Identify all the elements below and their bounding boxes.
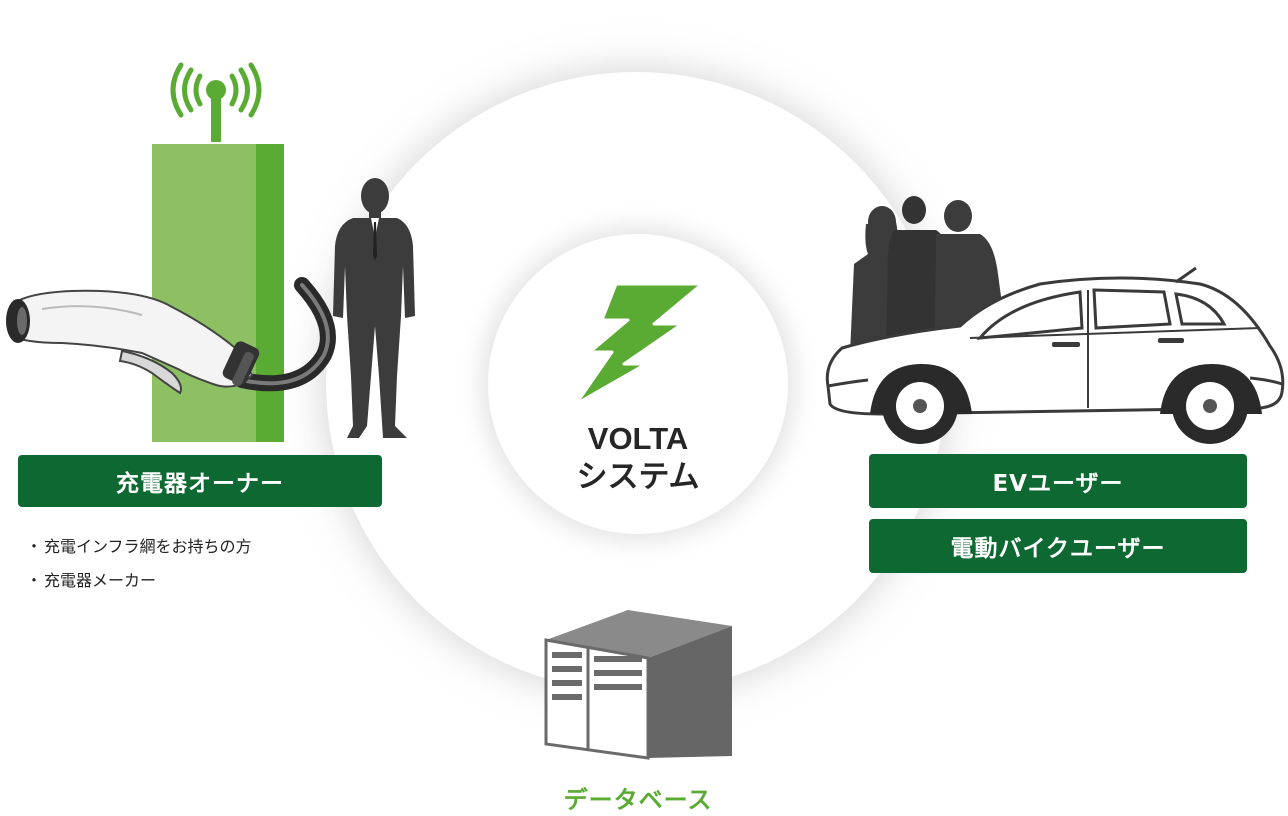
volta-system-label: VOLTA システム bbox=[488, 420, 788, 496]
list-item: 充電器メーカー bbox=[26, 570, 252, 604]
lightning-bolt-icon bbox=[574, 282, 704, 406]
charger-plug-icon bbox=[6, 277, 336, 395]
bike-user-label: 電動バイクユーザー bbox=[869, 519, 1247, 573]
signal-icon bbox=[170, 62, 262, 118]
volta-title: VOLTA bbox=[587, 421, 689, 456]
businessman-icon bbox=[333, 178, 415, 438]
electric-car-icon bbox=[825, 266, 1285, 444]
charging-station-icon bbox=[152, 62, 284, 442]
list-item: 充電インフラ網をお持ちの方 bbox=[26, 536, 252, 570]
database-server-icon bbox=[544, 610, 732, 760]
volta-subtitle: システム bbox=[576, 459, 700, 494]
database-label: データベース bbox=[563, 786, 713, 814]
charger-owner-list: 充電インフラ網をお持ちの方 充電器メーカー bbox=[26, 536, 252, 604]
charger-owner-label: 充電器オーナー bbox=[18, 455, 382, 507]
ev-user-label: EVユーザー bbox=[869, 454, 1247, 508]
